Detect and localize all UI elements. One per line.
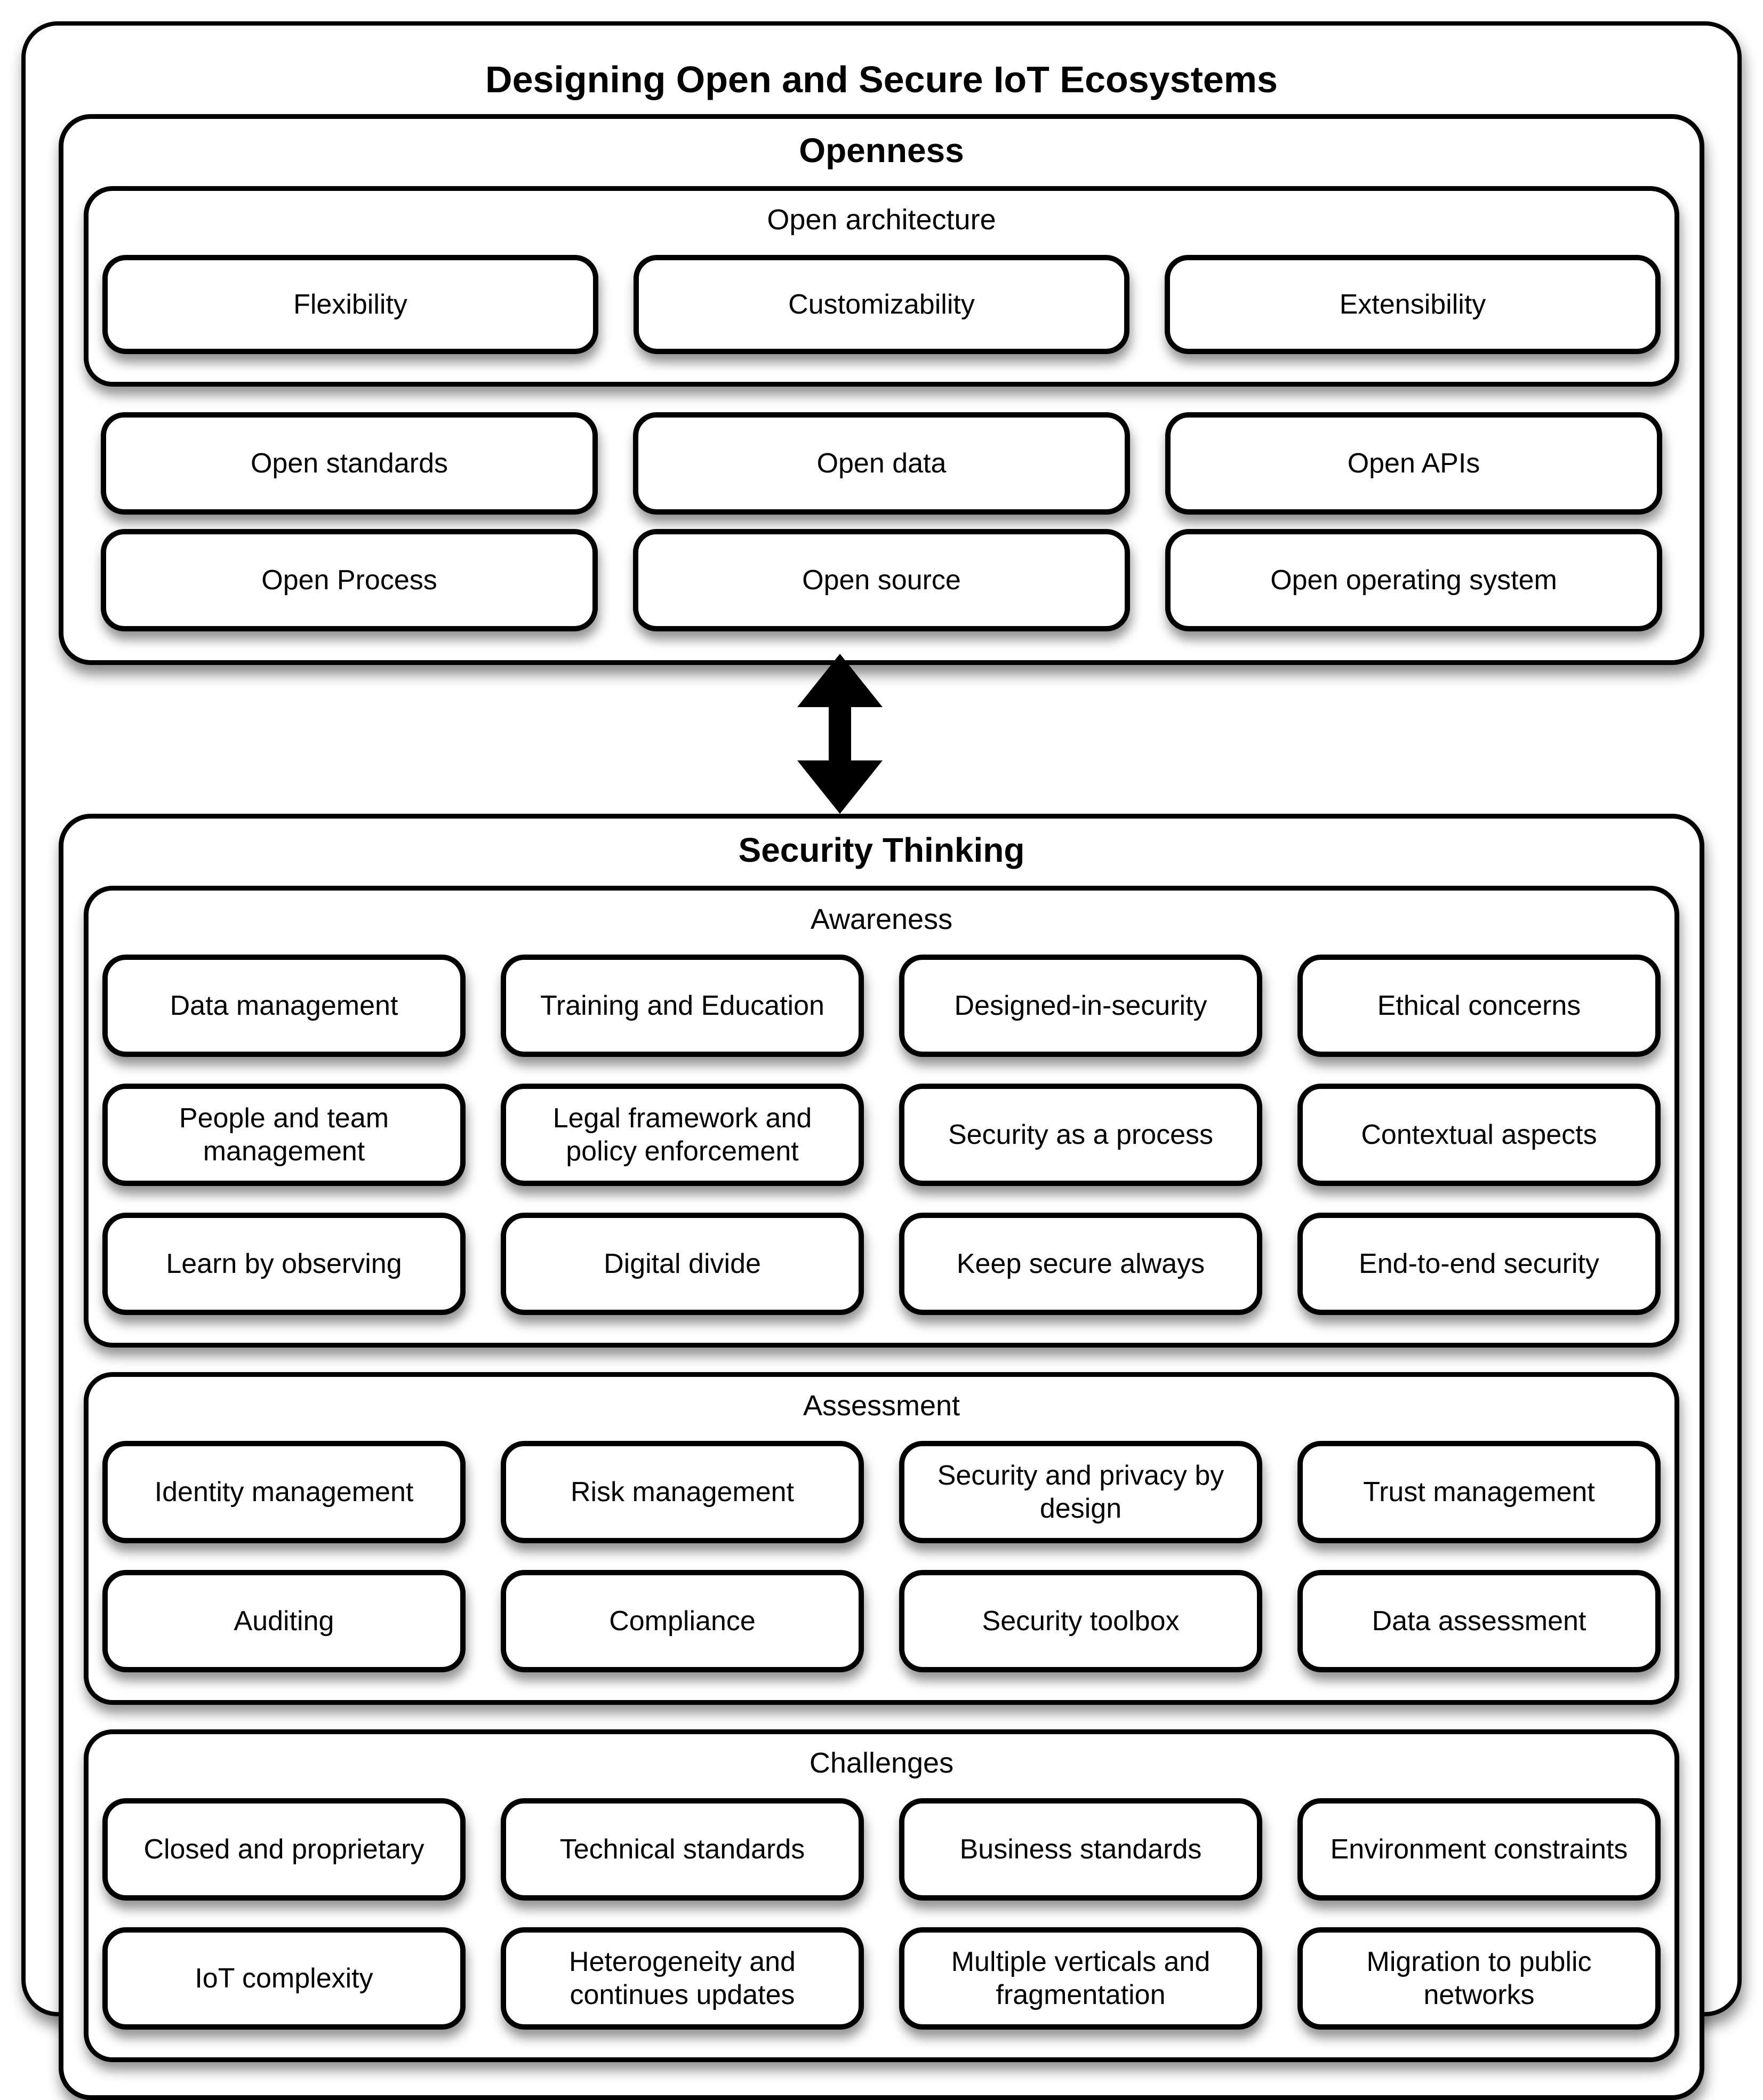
diagram-frame: Designing Open and Secure IoT Ecosystems… — [21, 21, 1742, 2100]
node-extensibility: Extensibility — [1165, 255, 1661, 354]
assessment-label: Assessment — [803, 1390, 960, 1422]
node-keep-secure-always: Keep secure always — [899, 1213, 1262, 1315]
openness-row-1: Open standards Open data Open APIs — [101, 412, 1662, 515]
node-compliance: Compliance — [501, 1570, 864, 1672]
awareness-label: Awareness — [810, 903, 953, 935]
node-open-process: Open Process — [101, 529, 598, 631]
openness-section: Openness Open architecture Flexibility C… — [59, 114, 1704, 665]
node-environment-constraints: Environment constraints — [1297, 1798, 1661, 1901]
open-architecture-row: Flexibility Customizability Extensibilit… — [102, 255, 1661, 354]
bidirectional-arrow-icon — [797, 653, 883, 814]
node-security-as-a-process: Security as a process — [899, 1084, 1262, 1186]
node-ethical-concerns: Ethical concerns — [1297, 955, 1661, 1057]
node-open-source: Open source — [633, 529, 1130, 631]
assessment-group: Assessment Identity management Risk mana… — [84, 1372, 1679, 1705]
assessment-row-1: Identity management Risk management Secu… — [102, 1441, 1661, 1543]
node-learn-by-observing: Learn by observing — [102, 1213, 466, 1315]
node-security-and-privacy-by-design: Security and privacy by design — [899, 1441, 1262, 1543]
node-security-toolbox: Security toolbox — [899, 1570, 1262, 1672]
node-identity-management: Identity management — [102, 1441, 466, 1543]
node-digital-divide: Digital divide — [501, 1213, 864, 1315]
node-designed-in-security: Designed-in-security — [899, 955, 1262, 1057]
node-customizability: Customizability — [634, 255, 1129, 354]
challenges-row-1: Closed and proprietary Technical standar… — [102, 1798, 1661, 1901]
node-open-apis: Open APIs — [1165, 412, 1662, 515]
node-multiple-verticals-and-fragmentation: Multiple verticals and fragmentation — [899, 1927, 1262, 2030]
openness-row-2: Open Process Open source Open operating … — [101, 529, 1662, 631]
node-legal-framework-and-policy-enforcement: Legal framework and policy enforcement — [501, 1084, 864, 1186]
node-open-data: Open data — [633, 412, 1130, 515]
node-heterogeneity-and-continues-updates: Heterogeneity and continues updates — [501, 1927, 864, 2030]
page-title: Designing Open and Secure IoT Ecosystems — [485, 59, 1278, 100]
node-contextual-aspects: Contextual aspects — [1297, 1084, 1661, 1186]
node-risk-management: Risk management — [501, 1441, 864, 1543]
node-trust-management: Trust management — [1297, 1441, 1661, 1543]
awareness-group: Awareness Data management Training and E… — [84, 886, 1679, 1348]
openness-section-title: Openness — [799, 131, 964, 170]
awareness-row-3: Learn by observing Digital divide Keep s… — [102, 1213, 1661, 1315]
open-architecture-label: Open architecture — [767, 204, 996, 236]
node-closed-and-proprietary: Closed and proprietary — [102, 1798, 466, 1901]
openness-security-link — [26, 653, 1737, 814]
node-business-standards: Business standards — [899, 1798, 1262, 1901]
challenges-label: Challenges — [809, 1747, 954, 1779]
node-open-standards: Open standards — [101, 412, 598, 515]
awareness-row-2: People and team management Legal framewo… — [102, 1084, 1661, 1186]
open-architecture-group: Open architecture Flexibility Customizab… — [84, 186, 1679, 387]
node-end-to-end-security: End-to-end security — [1297, 1213, 1661, 1315]
node-training-and-education: Training and Education — [501, 955, 864, 1057]
challenges-row-2: IoT complexity Heterogeneity and continu… — [102, 1927, 1661, 2030]
node-iot-complexity: IoT complexity — [102, 1927, 466, 2030]
awareness-row-1: Data management Training and Education D… — [102, 955, 1661, 1057]
security-thinking-title: Security Thinking — [738, 831, 1025, 869]
security-thinking-section: Security Thinking Awareness Data managem… — [59, 814, 1704, 2100]
node-migration-to-public-networks: Migration to public networks — [1297, 1927, 1661, 2030]
assessment-row-2: Auditing Compliance Security toolbox Dat… — [102, 1570, 1661, 1672]
node-people-and-team-management: People and team management — [102, 1084, 466, 1186]
node-flexibility: Flexibility — [102, 255, 598, 354]
node-technical-standards: Technical standards — [501, 1798, 864, 1901]
node-open-operating-system: Open operating system — [1165, 529, 1662, 631]
challenges-group: Challenges Closed and proprietary Techni… — [84, 1729, 1679, 2062]
node-data-management: Data management — [102, 955, 466, 1057]
node-data-assessment: Data assessment — [1297, 1570, 1661, 1672]
node-auditing: Auditing — [102, 1570, 466, 1672]
